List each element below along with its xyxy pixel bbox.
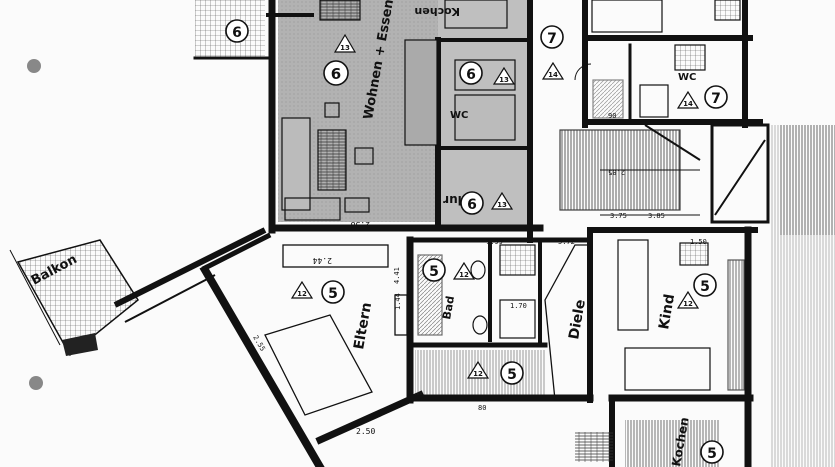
svg-text:6: 6 [466,67,476,83]
svg-text:14: 14 [683,100,693,108]
eltern-furniture [264,244,408,416]
eltern-label: Eltern [351,301,375,350]
dim-8: 3.75 [610,212,627,220]
stairwell [559,123,770,224]
svg-text:13: 13 [499,76,509,84]
binder-hole [29,376,43,390]
wc-right-number: 7 [704,85,728,109]
svg-text:13: 13 [340,44,350,52]
diele-label: Diele [566,298,589,340]
dim-10: 1.70 [510,302,527,310]
dim-4: 1.99 [486,238,503,246]
dim-5: 1.50 [690,238,707,246]
wc-right-label: WC [678,72,696,83]
top-right-bath [574,0,741,119]
top-left-number: 6 [225,19,249,43]
dim-7: 2.85 [608,168,625,176]
kind-furniture [617,239,745,391]
top-right-terrace [780,125,835,235]
svg-text:13: 13 [497,201,507,209]
wohnen-number: 6 [323,60,349,86]
room-numbers: 6 6 6 6 5 5 5 5 5 7 7 [225,19,728,464]
svg-text:12: 12 [459,271,469,279]
bad-label: Bad [440,295,457,321]
dim-14: 4.41 [393,267,401,284]
svg-text:5: 5 [328,286,338,302]
balkon-area [9,227,267,357]
wc-top-label: WC [450,110,468,121]
flur-number: 6 [460,191,484,215]
kind-label: Kind [656,293,678,331]
svg-text:6: 6 [232,25,242,41]
area-triangles: 13 13 13 12 12 12 12 14 14 [290,33,700,379]
wc-top-number: 6 [459,61,483,85]
svg-text:6: 6 [331,65,341,83]
kochen-label: Kochen [414,5,460,18]
bad-number: 5 [422,258,446,282]
diele-number: 5 [500,361,524,385]
dim-2: 2.44 [313,256,332,265]
walls [193,0,763,467]
svg-text:5: 5 [507,367,517,383]
svg-text:5: 5 [700,279,710,295]
svg-text:14: 14 [548,71,558,79]
binder-hole [27,59,41,73]
svg-text:5: 5 [429,264,439,280]
dim-1: 2.50 [356,427,375,436]
kochen-bottom-number: 5 [700,440,724,464]
kind-number: 5 [693,273,717,297]
dim-3: 2.38 [351,220,370,229]
svg-text:12: 12 [297,290,307,298]
stair-right-number: 7 [540,25,564,49]
eltern-number: 5 [321,280,345,304]
kochen-bottom-table [575,432,613,462]
svg-text:7: 7 [711,91,721,107]
svg-text:12: 12 [473,370,483,378]
dim-13: 90 [608,112,616,120]
dim-11: 1.44 [394,293,402,310]
svg-text:12: 12 [683,300,693,308]
svg-text:5: 5 [707,446,717,462]
svg-text:6: 6 [467,197,477,213]
living-furniture [281,0,516,221]
bad-furniture [417,244,536,339]
dimension-labels: 2.50 2.44 2.38 1.99 1.50 5.72 2.85 3.75 … [251,112,707,436]
dim-12: 80 [478,404,486,412]
diele-slant [544,244,591,401]
svg-text:7: 7 [547,31,557,47]
dim-6: 5.72 [558,238,575,246]
dim-9: 3.85 [648,212,665,220]
